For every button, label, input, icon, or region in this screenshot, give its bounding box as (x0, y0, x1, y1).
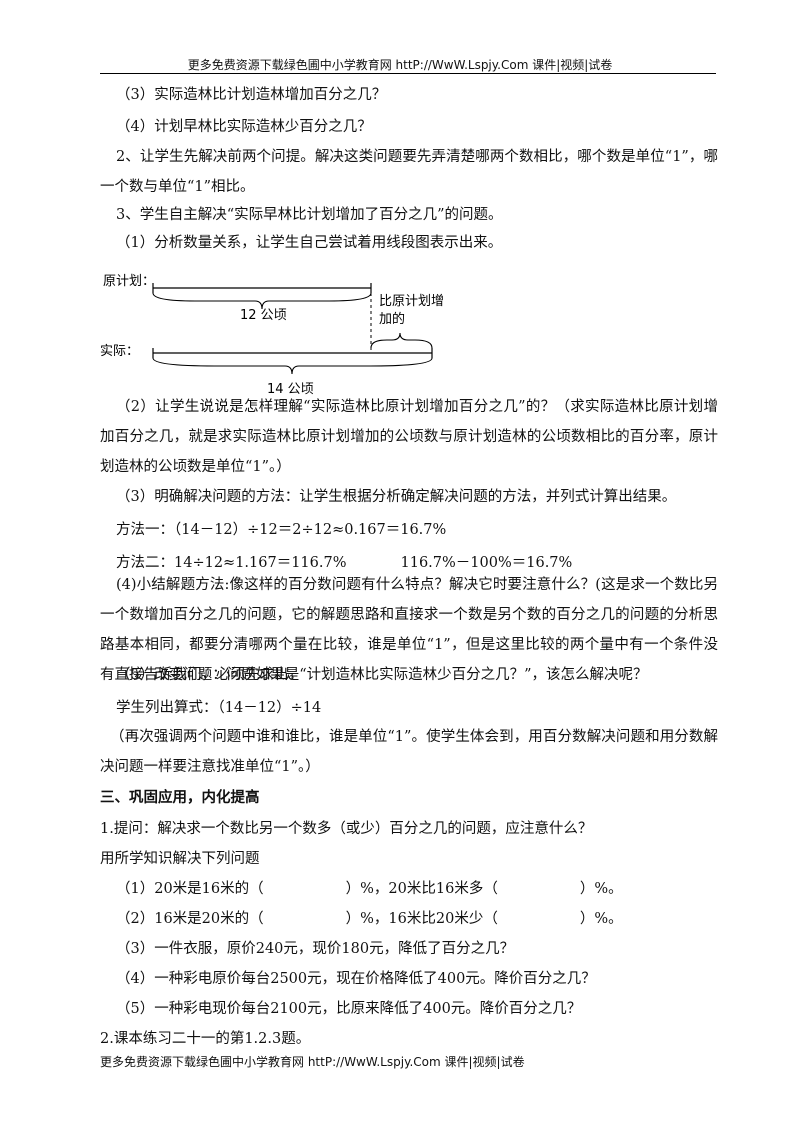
part-5: （5）改变问题：问题如果是“计划造林比实际造林少百分之几？”，该怎么解决呢？ (116, 667, 648, 683)
page-footer: 更多免费资源下载绿色圃中小学教育网 httP://WwW.Lspjy.Com 课… (100, 1055, 525, 1069)
exercise-item-4: （4）一种彩电原价每台2500元，现在价格降低了400元。降价百分之几？ (116, 971, 596, 987)
exercise-item-3: （3）一件衣服，原价240元，现价180元，降低了百分之几？ (116, 941, 515, 957)
part-2: （2）让学生说说是怎样理解“实际造林比原计划增加百分之几”的？（求实际造林比原计… (100, 399, 718, 475)
exercise-item-1-part-b: ）%，20米比16米多（ (345, 881, 498, 897)
exercise-2: 2.课本练习二十一的第1.2.3题。 (100, 1031, 311, 1047)
label-12-hectare: 12 公顷 (240, 308, 287, 323)
label-increase-line-1: 比原计划增 (379, 294, 444, 309)
label-increase-line-2: 加的 (379, 311, 405, 327)
section-3-heading: 三、巩固应用，内化提高 (100, 790, 260, 806)
question-3: （3）实际造林比计划造林增加百分之几？ (116, 87, 387, 103)
label-plan: 原计划： (103, 274, 155, 289)
exercise-item-1: （1）20米是16米的（ ）%，20米比16米多（ ）%。 (116, 874, 718, 904)
part-3: （3）明确解决问题的方法：让学生根据分析确定解决问题的方法，并列式计算出结果。 (116, 489, 677, 505)
label-14-hectare: 14 公顷 (267, 382, 314, 397)
part-1: （1）分析数量关系，让学生自己尝试着用线段图表示出来。 (116, 235, 503, 251)
method-1: 方法一：（14－12）÷12＝2÷12≈0.167＝16.7% (116, 522, 447, 538)
step-3: 3、学生自主解决“实际早林比计划增加了百分之几”的问题。 (116, 207, 503, 223)
exercise-item-1-part-a: （1）20米是16米的（ (116, 881, 264, 897)
emphasis-note: （再次强调两个问题中谁和谁比，谁是单位“1”。使学生体会到，用百分数解决问题和用… (100, 729, 718, 775)
question-4: （4）计划早林比实际造林少百分之几？ (116, 119, 372, 135)
brace-12 (152, 292, 372, 310)
brace-increase (370, 332, 433, 349)
student-calc: 学生列出算式：（14－12）÷14 (116, 700, 322, 716)
exercise-1-question: 1.提问：解决求一个数比另一个数多（或少）百分之几的问题，应注意什么？ (100, 821, 593, 837)
method-2-step-2: 116.7%－100%＝16.7% (400, 555, 573, 571)
exercise-item-2-part-a: （2）16米是20米的（ (116, 911, 264, 927)
label-actual: 实际： (100, 344, 139, 359)
exercise-item-5: （5）一种彩电现价每台2100元，比原来降低了400元。降价百分之几？ (116, 1001, 582, 1017)
line-segment-diagram: 原计划： 12 公顷 比原计划增 加的 实际： 14 公顷 (100, 274, 444, 397)
method-2-step-1: 方法二：14÷12≈1.167＝116.7% (116, 555, 347, 571)
exercise-1-intro: 用所学知识解决下列问题 (100, 851, 260, 867)
brace-14 (152, 357, 433, 375)
exercise-item-2: （2）16米是20米的（ ）%，16米比20米少（ ）%。 (116, 904, 718, 934)
exercise-item-1-part-c: ）%。 (579, 881, 623, 897)
exercise-item-2-part-b: ）%，16米比20米少（ (345, 911, 498, 927)
method-2: 方法二：14÷12≈1.167＝116.7% 116.7%－100%＝16.7% (116, 548, 718, 578)
step-2: 2、让学生先解决前两个问提。解决这类问题要先弄清楚哪两个数相比，哪个数是单位“1… (100, 149, 718, 195)
exercise-item-2-part-c: ）%。 (579, 911, 623, 927)
part-4-summary: (4)小结解题方法:像这样的百分数问题有什么特点？解决它时要注意什么？(这是求一… (100, 577, 718, 683)
page-header: 更多免费资源下载绿色圃中小学教育网 httP://WwW.Lspjy.Com 课… (187, 58, 613, 72)
header-rule (100, 73, 716, 74)
